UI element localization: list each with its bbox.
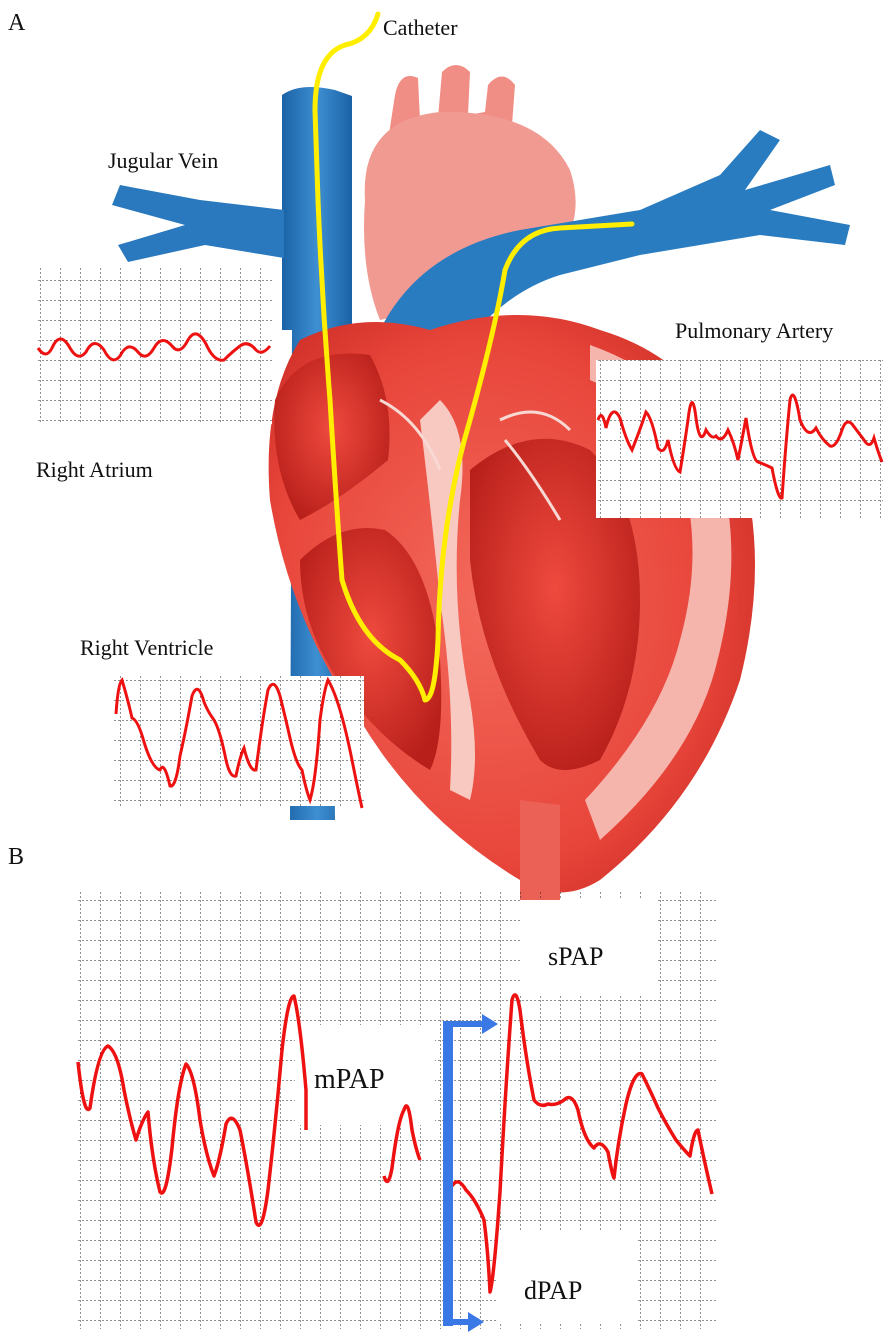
- panel-b-label: B: [8, 844, 24, 870]
- trace-grid-lines: [36, 266, 272, 424]
- spap-label: sPAP: [548, 942, 603, 971]
- pap-waveform-panel: sPAP mPAP dPAP: [78, 891, 718, 1332]
- right-ventricle-label: Right Ventricle: [80, 635, 213, 660]
- jugular-vein-label: Jugular Vein: [108, 148, 218, 173]
- trace-grid-lines: [112, 676, 364, 806]
- dpap-label: dPAP: [524, 1276, 582, 1305]
- panel-a-label: A: [8, 10, 26, 36]
- catheter-label: Catheter: [383, 15, 458, 40]
- right-atrium-label: Right Atrium: [36, 457, 153, 482]
- right-atrium-trace: [36, 266, 272, 424]
- pulmonary-artery-trace: [596, 360, 883, 518]
- jugular-branch-left: [112, 185, 284, 262]
- pulmonary-artery-label: Pulmonary Artery: [675, 318, 833, 343]
- mpap-label: mPAP: [314, 1064, 385, 1095]
- right-ventricle-trace: [112, 676, 364, 808]
